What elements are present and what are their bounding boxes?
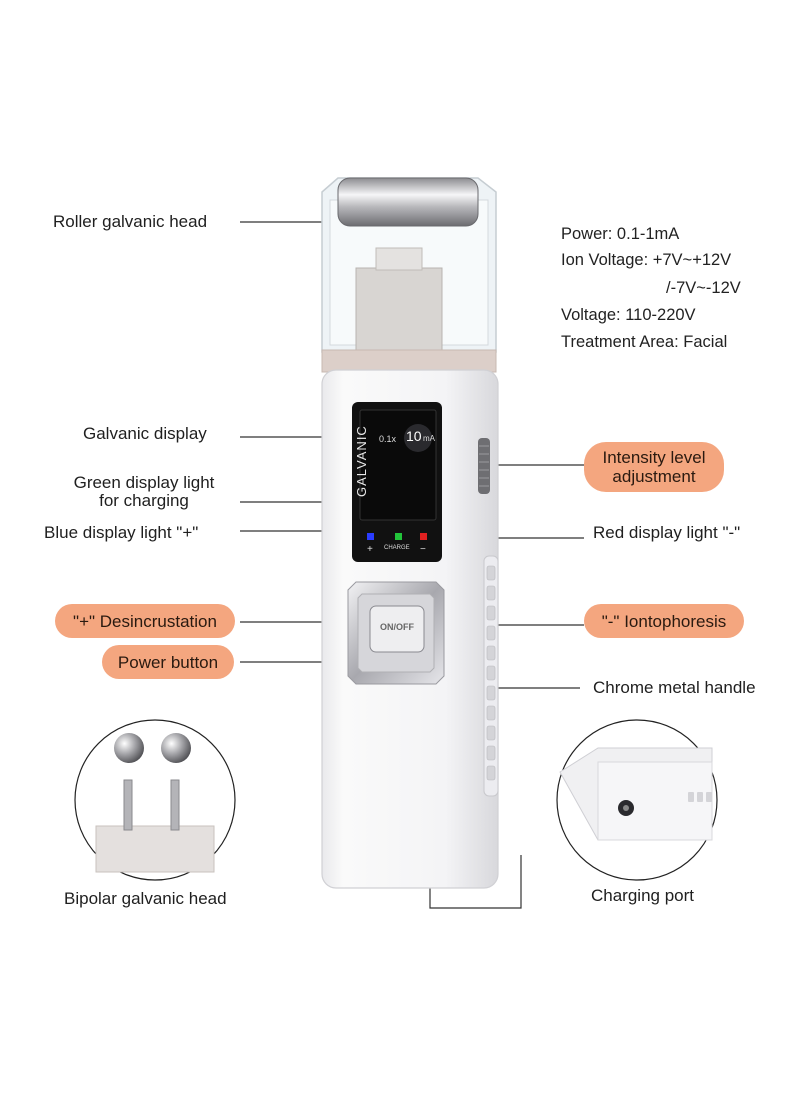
screen-unit: mA [423,434,435,443]
power-button-label: Power button [117,652,219,672]
desincrustation-label: "+" Desincrustation [73,611,217,631]
spec-voltage: Voltage: 110-220V [561,306,696,324]
intensity-label-2: adjustment [612,467,696,486]
charging-port-label: Charging port [591,886,695,905]
roller-head-label: Roller galvanic head [53,212,208,231]
intensity-pill: Intensity level adjustment [584,442,724,492]
screen-range: 0.1x [379,434,397,444]
chrome-handle-label: Chrome metal handle [593,678,756,697]
spec-power: Power: 0.1-1mA [561,225,680,243]
power-button-pill: Power button [102,645,234,679]
screen-value: 10 [406,428,422,444]
plus-sign: + [367,544,373,555]
green-light-label-1: Green display light [73,473,215,492]
red-light-label: Red display light "-" [593,523,741,542]
intensity-label-1: Intensity level [602,448,706,467]
bipolar-head-inset [74,719,236,881]
roller-head [321,177,497,355]
screen-brand: GALVANIC [354,425,369,497]
charging-port-inset [556,719,718,881]
minus-sign: − [420,544,426,555]
device-body [321,369,499,889]
on-off-button[interactable]: ON/OFF [380,622,414,632]
blue-light-label: Blue display light "+" [44,523,199,542]
spec-ion-voltage-negative: /-7V~-12V [666,279,741,297]
green-light-label-2: for charging [99,491,189,510]
iontophoresis-label: "-" Iontophoresis [601,611,727,631]
chrome-button-plate [347,581,445,685]
spec-treatment-area: Treatment Area: Facial [561,333,728,351]
iontophoresis-pill: "-" Iontophoresis [584,604,744,638]
spec-ion-voltage: Ion Voltage: +7V~+12V [561,251,732,269]
galvanic-display-label: Galvanic display [83,424,207,443]
desincrustation-pill: "+" Desincrustation [55,604,235,638]
charge-label: CHARGE [384,545,410,551]
bipolar-head-label: Bipolar galvanic head [64,889,227,908]
